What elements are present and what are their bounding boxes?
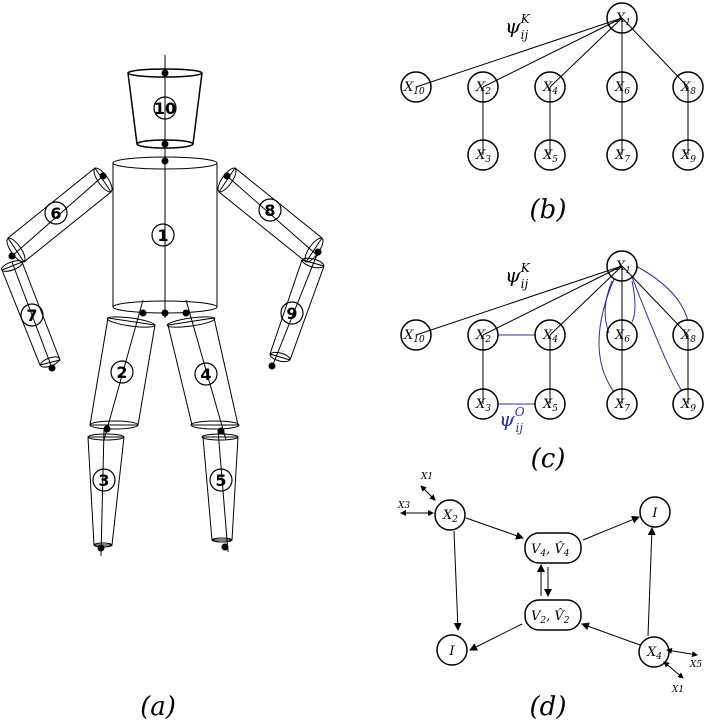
panel-label-a: (a) (140, 692, 176, 722)
torso-part: 1 (112, 156, 218, 318)
graph-c-root-node: X1 (606, 250, 638, 282)
upper-arm-left-part: 6 (6, 167, 113, 263)
svg-text:I: I (651, 506, 658, 521)
graph-c-node-x5: X5 (534, 388, 566, 420)
tree-b-node-x8: X8 (672, 71, 704, 103)
image-node-bottom: I (436, 634, 468, 666)
thigh-right-part: 4 (166, 299, 240, 441)
shin-left-part: 3 (87, 429, 125, 557)
thigh-left-part: 2 (89, 299, 156, 441)
svg-text:X1: X1 (615, 259, 631, 276)
part-label-8: 8 (264, 201, 275, 220)
part-label-5: 5 (215, 471, 226, 490)
svg-text:X2: X2 (475, 328, 491, 345)
part-label-4: 4 (200, 365, 211, 384)
occlusion-edges (498, 265, 689, 405)
factor-node-v4: V4, V̂4 (524, 532, 582, 564)
svg-text:V4, V̂4: V4, V̂4 (531, 541, 570, 559)
svg-text:X10: X10 (403, 80, 425, 97)
svg-text:X7: X7 (614, 148, 630, 165)
graph-c-node-x3: X3 (467, 388, 499, 420)
part-label-9: 9 (286, 304, 297, 323)
tree-b-node-x2: X2 (467, 71, 499, 103)
graph-c-node-x4: X4 (534, 319, 566, 351)
svg-text:X5: X5 (542, 397, 558, 414)
part-label-3: 3 (98, 471, 109, 490)
tree-b-node-x10: X10 (400, 71, 432, 103)
svg-text:X4: X4 (542, 80, 558, 97)
svg-text:X2: X2 (475, 80, 491, 97)
panel-b-kinematic-tree: X1 X10 X2 X4 X6 X8 X3 X5 (400, 2, 704, 225)
x4-input-label-x5: X5 (689, 660, 702, 670)
panel-d-factor-graph: X2 X4 V4, V̂4 V2, V̂2 I I X1 X3 X5 X1 (d… (397, 472, 702, 722)
tree-b-node-x6: X6 (606, 71, 638, 103)
tree-b-node-x4: X4 (534, 71, 566, 103)
svg-text:X8: X8 (680, 328, 696, 345)
factor-node-v2: V2, V̂2 (524, 599, 582, 631)
svg-text:X3: X3 (475, 148, 491, 165)
svg-text:X5: X5 (542, 148, 558, 165)
svg-text:I: I (448, 644, 455, 659)
factor-node-x4: X4 (638, 636, 670, 668)
graph-c-node-x8: X8 (672, 319, 704, 351)
graph-c-node-x6: X6 (606, 319, 638, 351)
x2-input-label-x1: X1 (420, 472, 433, 482)
part-label-1: 1 (157, 226, 168, 245)
panel-label-d: (d) (530, 692, 567, 722)
part-label-2: 2 (116, 363, 127, 382)
svg-text:X3: X3 (475, 397, 491, 414)
graph-c-node-x10: X10 (400, 319, 432, 351)
panel-label-b: (b) (530, 195, 567, 225)
part-label-7: 7 (26, 306, 37, 325)
svg-text:X4: X4 (646, 645, 662, 662)
upper-arm-right-part: 8 (217, 167, 324, 263)
svg-text:X8: X8 (680, 80, 696, 97)
part-label-10: 10 (154, 99, 176, 118)
image-node-top: I (639, 496, 671, 528)
svg-text:X10: X10 (403, 328, 425, 345)
svg-text:X2: X2 (442, 508, 458, 525)
panel-a-body-model: 10 1 6 (1, 55, 325, 722)
tree-b-node-x5: X5 (534, 139, 566, 171)
part-label-6: 6 (50, 204, 61, 223)
svg-text:X9: X9 (680, 148, 696, 165)
graph-c-node-x2: X2 (467, 319, 499, 351)
tree-b-root-node: X1 (606, 2, 638, 34)
panel-c-graph-with-occlusion: X1 X10 X2 X4 X6 X8 X3 X5 (400, 250, 704, 474)
svg-text:X1: X1 (615, 11, 631, 28)
x2-input-label-x3: X3 (397, 501, 410, 511)
shin-right-part: 5 (201, 429, 239, 553)
tree-b-node-x3: X3 (467, 139, 499, 171)
factor-node-x2: X2 (434, 499, 466, 531)
x4-input-label-x1: X1 (671, 685, 684, 695)
svg-text:X6: X6 (614, 80, 630, 97)
svg-text:X9: X9 (680, 397, 696, 414)
svg-text:X4: X4 (542, 328, 558, 345)
forearm-left-part: 7 (1, 260, 61, 372)
tree-b-node-x7: X7 (606, 139, 638, 171)
tree-b-node-x9: X9 (672, 139, 704, 171)
head-part: 10 (127, 55, 203, 165)
svg-text:V2, V̂2: V2, V̂2 (531, 608, 570, 626)
graph-c-node-x7: X7 (606, 388, 638, 420)
svg-text:X6: X6 (614, 328, 630, 345)
forearm-right-part: 9 (268, 251, 325, 370)
panel-label-c: (c) (531, 444, 566, 474)
graph-c-node-x9: X9 (672, 388, 704, 420)
svg-text:X7: X7 (614, 397, 630, 414)
